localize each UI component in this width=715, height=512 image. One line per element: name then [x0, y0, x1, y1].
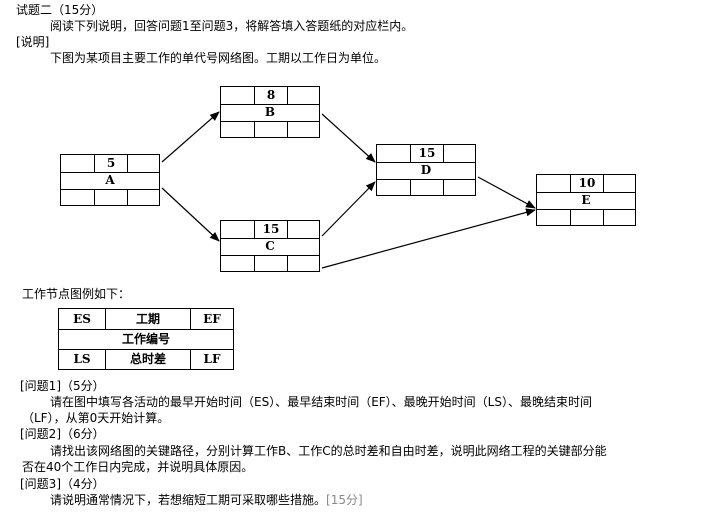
node-d-id: D [420, 163, 432, 177]
description-label: [说明] [16, 35, 50, 49]
node-b-duration: 8 [266, 88, 276, 102]
network-arrows [161, 111, 536, 269]
q1-label: [问题1]（5分） [20, 379, 105, 393]
q3-label: [问题3]（4分） [20, 477, 105, 491]
node-a-id: A [105, 173, 115, 187]
q2-text-line1: 请找出该网络图的关键路径，分别计算工作B、工作C的总时差和自由时差，说明此网络工… [50, 444, 607, 458]
description-text: 下图为某项目主要工作的单代号网络图。工期以工作日为单位。 [50, 51, 387, 65]
q2-label: [问题2]（6分） [20, 427, 105, 441]
arrow-a-c [161, 187, 220, 242]
arrow-c-e [321, 208, 536, 269]
q1-text-line2: （LF），从第0天开始计算。 [22, 411, 170, 425]
q3-text: 请说明通常情况下，若想缩短工期可采取哪些措施。[15分] [50, 492, 363, 508]
arrow-c-d [321, 181, 376, 237]
node-e: 10 E [536, 174, 636, 226]
node-e-id: E [581, 193, 591, 207]
node-c-id: C [265, 239, 275, 253]
legend-ef: EF [203, 312, 221, 326]
node-c-duration: 15 [262, 222, 280, 236]
question-title: 试题二（15分） [16, 3, 104, 17]
legend-total-float: 总时差 [105, 349, 191, 369]
arrow-a-b [161, 111, 220, 163]
legend-work-no: 工作编号 [121, 332, 170, 346]
node-e-duration: 10 [578, 176, 596, 190]
legend-es: ES [73, 312, 91, 326]
node-d-duration: 15 [418, 146, 436, 160]
node-a: 5 A [60, 154, 160, 206]
node-c: 15 C [220, 220, 320, 272]
legend-duration: 工期 [105, 309, 191, 329]
node-d: 15 D [376, 144, 476, 196]
legend-lf: LF [203, 352, 221, 366]
node-a-duration: 5 [106, 156, 116, 170]
legend-ls: LS [73, 352, 91, 366]
q1-text-line1: 请在图中填写各活动的最早开始时间（ES）、最早结束时间（EF）、最晚开始时间（L… [50, 395, 592, 409]
arrow-b-d [321, 113, 376, 163]
node-legend: ES 工期 EF 工作编号 LS 总时差 LF [58, 308, 234, 370]
q3-score: [15分] [326, 493, 363, 507]
arrow-d-e [477, 176, 536, 209]
node-b: 8 B [220, 86, 320, 138]
legend-caption: 工作节点图例如下： [22, 287, 131, 301]
node-b-id: B [264, 105, 276, 119]
q3-text-body: 请说明通常情况下，若想缩短工期可采取哪些措施。 [50, 493, 327, 507]
question-intro: 阅读下列说明，回答问题1至问题3，将解答填入答题纸的对应栏内。 [50, 19, 414, 33]
q2-text-line2: 否在40个工作日内完成，并说明具体原因。 [22, 460, 254, 474]
